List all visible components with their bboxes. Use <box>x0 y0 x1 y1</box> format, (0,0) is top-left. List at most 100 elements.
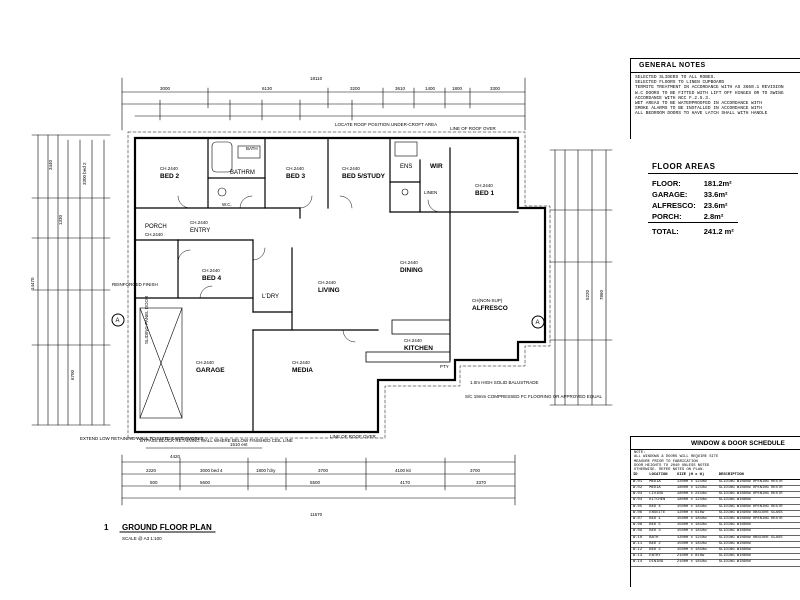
floor-area-row: ALFRESCO:23.6m² <box>648 200 738 211</box>
schedule-cell: MEDIA <box>647 479 675 486</box>
general-note-line: ALL BEDROOM DOORS TO HAVE LATCH SHALL WI… <box>635 111 768 117</box>
garage-door <box>139 307 183 419</box>
schedule-cell: BED 5 <box>647 522 675 530</box>
dim-bb1: 500 <box>150 480 158 485</box>
dim-t7: 3300 <box>490 86 501 91</box>
interior-walls <box>134 137 519 433</box>
schedule-cell: BED 1 <box>647 516 675 524</box>
floor-area-row: FLOOR:181.2m² <box>648 178 738 189</box>
schedule-cell: SLIDING WINDOW OPENING RESTR <box>716 485 800 493</box>
floor-areas-total-value: 241.2 m² <box>699 222 738 237</box>
schedule-cell: W.11 <box>631 541 648 548</box>
dim-t6: 1800 <box>452 86 463 91</box>
schedule-cell: W.07 <box>631 516 648 524</box>
room-laundry-name: L'DRY <box>262 294 279 300</box>
schedule-cell: SLIDING WINDOW <box>716 553 800 561</box>
schedule-cell: MEDIA <box>647 485 675 493</box>
roof-line-top-note: LINE OF ROOF OVER <box>450 126 497 131</box>
dim-overall-bottom: 11670 <box>310 512 323 517</box>
schedule-column-header: LOCATION <box>647 473 675 480</box>
dim-b3: 1800 l'dry <box>256 468 276 473</box>
left-dimension-lines <box>31 134 111 426</box>
dim-entry: 1510 ent <box>230 442 248 447</box>
schedule-cell: W.12 <box>631 547 648 555</box>
room-bed3-sub: CH.2440 <box>286 166 304 171</box>
general-notes-list: SELECTED SLIDERS TO ALL ROBES.SELECTED F… <box>631 73 800 119</box>
room-garage-name: GARAGE <box>196 367 225 374</box>
room-alfresco-name: ALFRESCO <box>472 305 508 312</box>
schedule-column-header: SIZE (H x W) <box>674 473 717 480</box>
window-door-schedule-panel: WINDOW & DOOR SCHEDULE NOTE: ALL WINDOWS… <box>630 436 800 587</box>
drive-note: REINFORCED FINISH <box>112 282 158 287</box>
floor-area-label: GARAGE: <box>652 190 688 199</box>
schedule-cell: 1200H x 1210w <box>674 479 717 486</box>
room-media-name: MEDIA <box>292 367 313 374</box>
schedule-cell: 2100H x 1810w <box>674 559 717 567</box>
schedule-cell: SLIDING WINDOW OBSCURE GLASS <box>716 510 800 517</box>
room-living-name: LIVING <box>318 287 340 294</box>
floor-areas-total-row: TOTAL: 241.2 m² <box>648 222 738 237</box>
floor-area-row: GARAGE:33.6m² <box>648 189 738 200</box>
floor-area-row: PORCH:2.8m² <box>648 211 738 223</box>
dim-r1: 7860 <box>599 289 604 300</box>
manhole-note: LOCATE ROOF POSITION UNDER-CROFT AREA <box>335 122 437 127</box>
general-note-line: SMOKE ALARMS TO BE INSTALLED IN ACCORDAN… <box>635 106 762 112</box>
schedule-cell: 2100H x 810w <box>674 553 717 561</box>
schedule-note-line: OTHERWISE. REFER NOTES ON PLAN. <box>634 468 705 473</box>
schedule-notes: NOTE: ALL WINDOWS & DOORS WILL REQUIRE S… <box>631 450 800 473</box>
schedule-cell: 1200H x 1210w <box>674 535 717 542</box>
floor-areas-total-label: TOTAL: <box>648 222 700 237</box>
exterior-walls <box>133 136 547 434</box>
floor-area-value: 181.2m² <box>703 179 732 188</box>
schedule-column-header: ID <box>631 473 648 480</box>
schedule-cell: 1200H x 610w <box>674 510 717 517</box>
room-linen-name: LINEN <box>424 190 437 195</box>
schedule-cell: BED 2 <box>647 547 675 555</box>
general-notes-panel: GENERAL NOTES SELECTED SLIDERS TO ALL RO… <box>630 58 800 139</box>
dim-l4: 6700 <box>70 369 75 380</box>
roof-line-bottom-note: LINE OF ROOF OVER <box>330 434 377 439</box>
dim-b5: 4100 kit <box>395 468 412 473</box>
schedule-cell: 1500H x 1810w <box>674 528 717 536</box>
schedule-cell: ENTRY <box>647 553 675 561</box>
dim-r2: 5220 <box>585 289 590 300</box>
room-bed1-name: BED 1 <box>475 190 495 197</box>
drawing-number: 1 <box>104 523 109 532</box>
schedule-cell: SLIDING WINDOW OPENING RESTR <box>716 516 800 524</box>
fc-floor-note: S/C 19mm COMPRESSED FC FLOORING OR APPRO… <box>465 394 603 399</box>
kitchen-bench <box>365 319 451 363</box>
room-porch-name: PORCH <box>145 224 167 230</box>
dim-t2: 6130 <box>262 86 273 91</box>
bath-fixtures <box>211 141 418 197</box>
floor-areas-title: FLOOR AREAS <box>648 160 798 174</box>
dim-t5: 1400 <box>425 86 436 91</box>
top-dimension-lines <box>121 77 526 131</box>
schedule-cell: SLIDING WINDOW <box>716 522 800 530</box>
floor-area-value: 23.6m² <box>703 201 728 210</box>
dim-t3: 3200 <box>350 86 361 91</box>
room-bed1-sub: CH.2440 <box>475 183 493 188</box>
dim-t4: 3610 <box>395 86 406 91</box>
schedule-cell: W.13 <box>631 553 648 561</box>
schedule-cell: SLIDING WINDOW OPENING RESTR <box>716 491 800 499</box>
schedule-cell: 1500H x 1810w <box>674 541 717 548</box>
dim-b1: 2220 <box>146 468 157 473</box>
schedule-cell: W.05 <box>631 504 648 511</box>
section-marker-right: A <box>536 320 540 326</box>
schedule-cell: W.06 <box>631 510 648 517</box>
schedule-cell: 1500H x 1810w <box>674 516 717 524</box>
schedule-cell: SLIDING WINDOW <box>716 528 800 536</box>
floor-area-label: PORCH: <box>652 212 682 221</box>
